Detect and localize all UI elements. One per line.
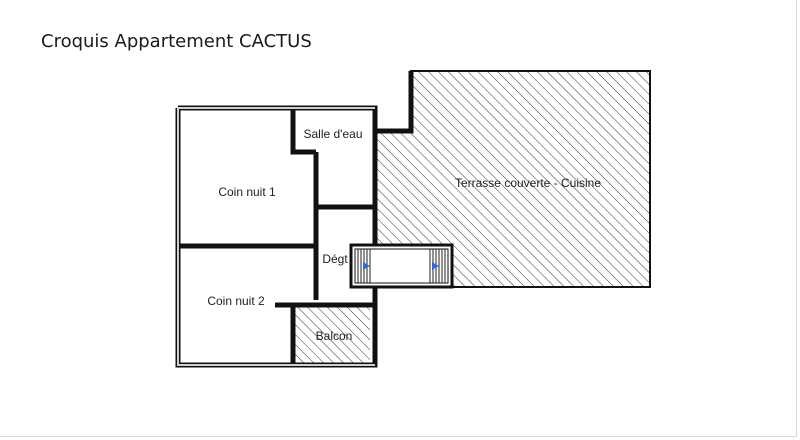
walls bbox=[175, 71, 414, 368]
room-label-terrasse: Terrasse couverte - Cuisine bbox=[455, 176, 601, 190]
wall-inner bbox=[177, 107, 375, 366]
room-label-degt: Dégt bbox=[322, 252, 348, 266]
room-label-coin-nuit-1: Coin nuit 1 bbox=[218, 185, 276, 199]
balcony-area bbox=[293, 305, 370, 363]
stair-passage bbox=[349, 243, 454, 289]
arrow-right-icon bbox=[432, 262, 439, 270]
room-label-salle-eau: Salle d'eau bbox=[303, 127, 362, 141]
page-title: Croquis Appartement CACTUS bbox=[41, 31, 312, 52]
arrow-left-icon bbox=[363, 262, 370, 270]
room-label-coin-nuit-2: Coin nuit 2 bbox=[207, 294, 265, 308]
room-label-balcon: Balcon bbox=[316, 329, 353, 343]
